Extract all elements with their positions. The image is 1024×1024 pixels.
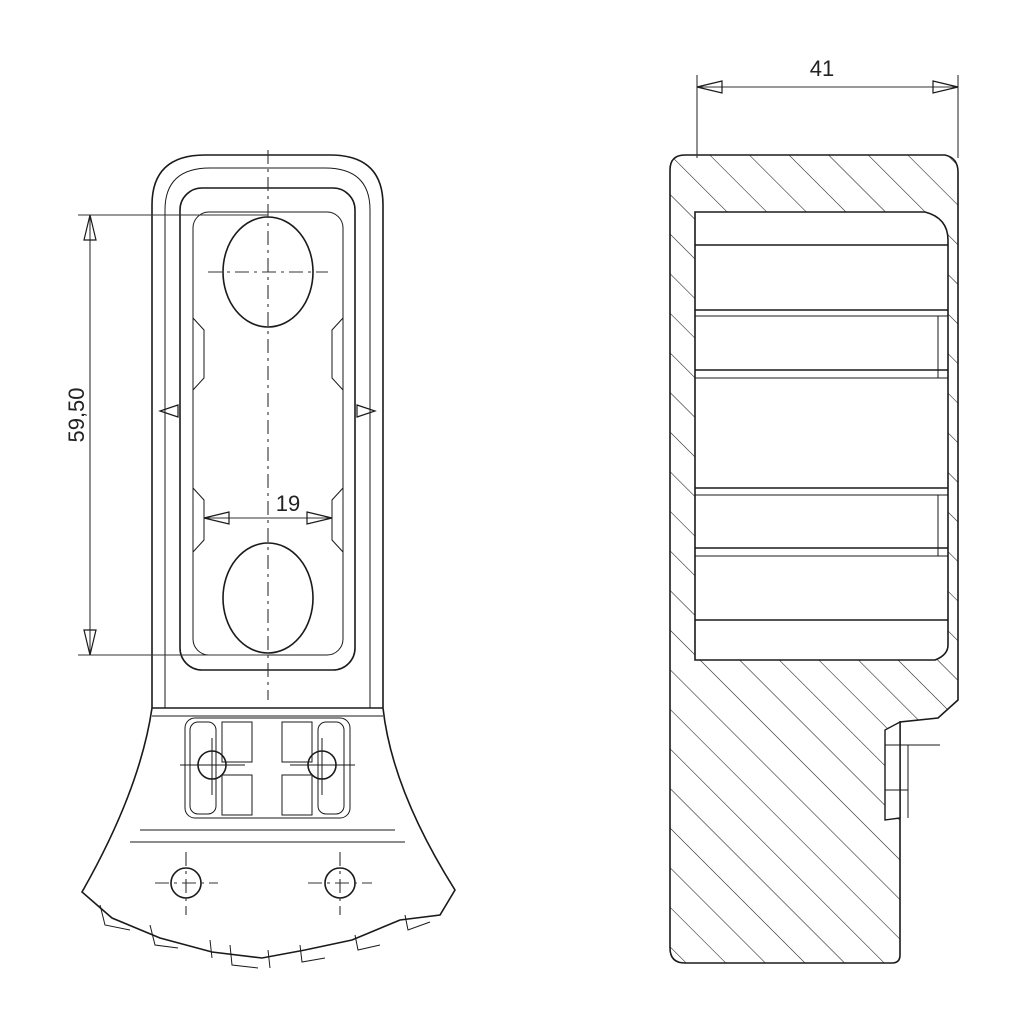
- front-view: [80, 150, 456, 969]
- front-inner-wall: [164, 167, 371, 708]
- front-outer-outline: [80, 154, 456, 959]
- right-notch-lower: [331, 487, 344, 553]
- dimension-length-label: 59,50: [64, 387, 89, 442]
- dimension-depth: 41: [696, 56, 959, 158]
- dimension-length: 59,50: [64, 214, 268, 656]
- left-notch-upper: [192, 317, 205, 391]
- flange-inner-line: [130, 829, 405, 843]
- right-notch-upper: [331, 317, 344, 391]
- flange-teeth: [99, 904, 431, 969]
- section-step-feature: [884, 720, 901, 821]
- section-view: [669, 154, 959, 964]
- dimension-depth-label: 41: [810, 56, 834, 81]
- section-cavity: [694, 211, 949, 661]
- lower-hole: [222, 542, 314, 654]
- dimension-inner-width-label: 19: [276, 491, 300, 516]
- right-edge-arrow: [356, 404, 377, 418]
- lower-cell-block: [180, 717, 355, 819]
- dimension-inner-width: 19: [203, 491, 333, 525]
- left-notch-lower: [192, 487, 205, 553]
- left-edge-arrow: [158, 404, 179, 418]
